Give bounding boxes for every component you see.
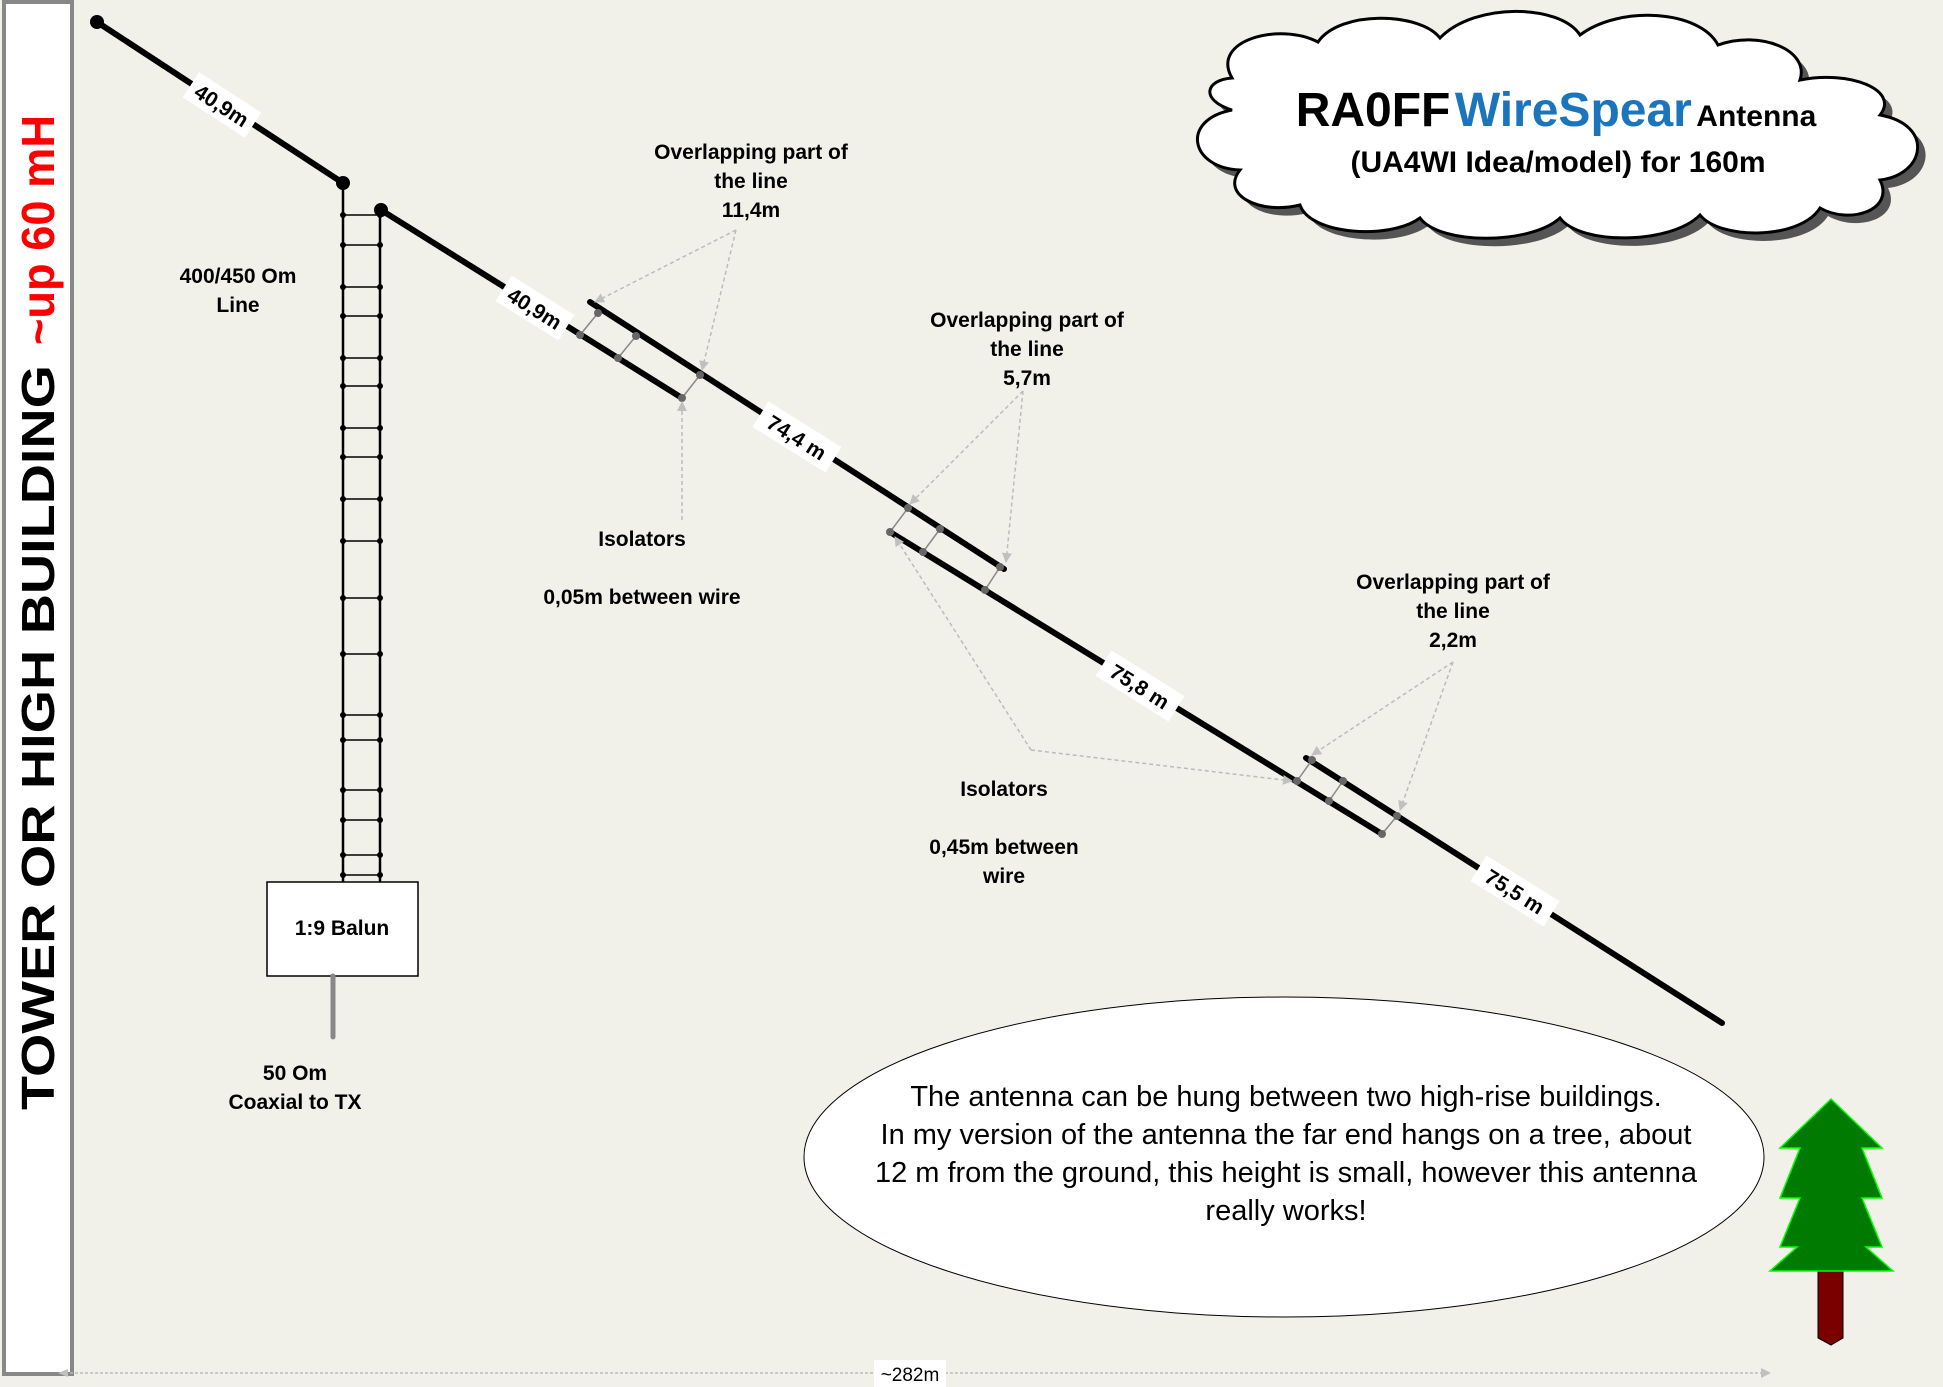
- tower-label: TOWER OR HIGH BUILDING: [12, 365, 64, 1110]
- isolators-1-title: Isolators: [598, 528, 686, 551]
- tree-icon: [1768, 1097, 1895, 1346]
- ladder-rung: [340, 737, 383, 743]
- title-subtitle: (UA4WI Idea/model) for 160m: [1350, 146, 1765, 179]
- ladder-line-label-2: Line: [216, 294, 259, 317]
- ladder-rung: [340, 817, 383, 823]
- tree-crown: [1768, 1097, 1895, 1272]
- isolator: [576, 309, 602, 339]
- pointer-lines: [594, 229, 1454, 811]
- tower: TOWER OR HIGH BUILDING ~up 60 mH: [2, 0, 74, 1376]
- ladder-rung: [340, 383, 383, 389]
- isolator: [886, 504, 912, 536]
- isolator: [678, 371, 704, 402]
- ladder-rung: [340, 313, 383, 319]
- coax-label-2: Coaxial to TX: [228, 1091, 361, 1114]
- overlap-2-line1: Overlapping part of: [930, 309, 1125, 332]
- title-callsign: RA0FF: [1296, 84, 1451, 137]
- isolators-2-spacing-2: wire: [982, 865, 1025, 888]
- ladder-rung: [340, 852, 383, 858]
- note-line-3: 12 m from the ground, this height is sma…: [875, 1157, 1698, 1189]
- overlap-label-3: Overlapping part of the line 2,2m: [1356, 571, 1551, 652]
- dimension-label: ~282m: [881, 1365, 940, 1386]
- isolator: [1293, 756, 1316, 785]
- title-cloud: RA0FF WireSpear Antenna (UA4WI Idea/mode…: [1195, 9, 1926, 247]
- ladder-rung: [340, 538, 383, 544]
- ladder-rung: [340, 787, 383, 793]
- overlap-2-value: 5,7m: [1003, 367, 1051, 390]
- isolators: [576, 309, 1401, 838]
- overlap-1-value: 11,4m: [722, 199, 780, 222]
- note-line-1: The antenna can be hung between two high…: [910, 1081, 1661, 1113]
- dimension-line: ~282m: [58, 1360, 1771, 1387]
- ladder-rung: [340, 712, 383, 718]
- ladder-rung: [340, 425, 383, 431]
- tree-trunk: [1817, 1270, 1844, 1346]
- segment-length-label: 40,9m: [495, 275, 575, 341]
- ladder-rung: [340, 242, 383, 248]
- ladder-line: [340, 183, 383, 882]
- isolators-1-spacing: 0,05m between wire: [543, 586, 740, 609]
- ladder-line-label-1: 400/450 Om: [180, 265, 297, 288]
- overlap-label-2: Overlapping part of the line 5,7m: [930, 309, 1125, 390]
- feed-node-left: [336, 176, 350, 190]
- overlap-1-line1: Overlapping part of: [654, 141, 849, 164]
- ladder-rung: [340, 284, 383, 290]
- isolator: [614, 332, 640, 362]
- feed-node-right: [374, 203, 388, 217]
- overlap-3-line2: the line: [1416, 600, 1490, 623]
- title-name: WireSpear: [1455, 84, 1692, 137]
- note-line-4: really works!: [1205, 1195, 1366, 1227]
- svg-text:RA0FF WireSpear An: RA0FF WireSpear Antenna: [1296, 84, 1817, 137]
- note-bubble: The antenna can be hung between two high…: [803, 996, 1765, 1318]
- ladder-rung: [340, 595, 383, 601]
- ladder-rung: [340, 454, 383, 460]
- isolator: [981, 563, 1004, 594]
- tower-height-label: ~up 60 mH: [12, 115, 64, 345]
- ladder-rung: [340, 651, 383, 657]
- overlap-3-line1: Overlapping part of: [1356, 571, 1551, 594]
- isolators-2-spacing-1: 0,45m between: [929, 836, 1078, 859]
- title-suffix: Antenna: [1696, 100, 1816, 133]
- segment-length-label: 40,9m: [182, 72, 262, 138]
- overlap-1-line2: the line: [714, 170, 788, 193]
- overlap-label-1: Overlapping part of the line 11,4m: [654, 141, 849, 222]
- balun-box: [266, 881, 419, 977]
- overlap-3-value: 2,2m: [1429, 629, 1477, 652]
- wire-end-node: [90, 15, 104, 29]
- coax-label-1: 50 Om: [263, 1062, 327, 1085]
- ladder-rung: [340, 496, 383, 502]
- isolator: [919, 525, 944, 556]
- segment-length-label: 74,4 m: [752, 401, 842, 473]
- isolators-2-title: Isolators: [960, 778, 1048, 801]
- overlap-2-line2: the line: [990, 338, 1064, 361]
- isolator: [1378, 812, 1401, 838]
- ladder-rung: [340, 872, 383, 878]
- segment-length-label: 75,8 m: [1095, 650, 1185, 722]
- isolator: [1325, 777, 1347, 805]
- balun-label: 1:9 Balun: [295, 917, 390, 940]
- tower-box: [2, 0, 74, 1376]
- ladder-rung: [340, 355, 383, 361]
- note-line-2: In my version of the antenna the far end…: [881, 1119, 1692, 1151]
- segment-length-label: 75,5 m: [1470, 855, 1560, 927]
